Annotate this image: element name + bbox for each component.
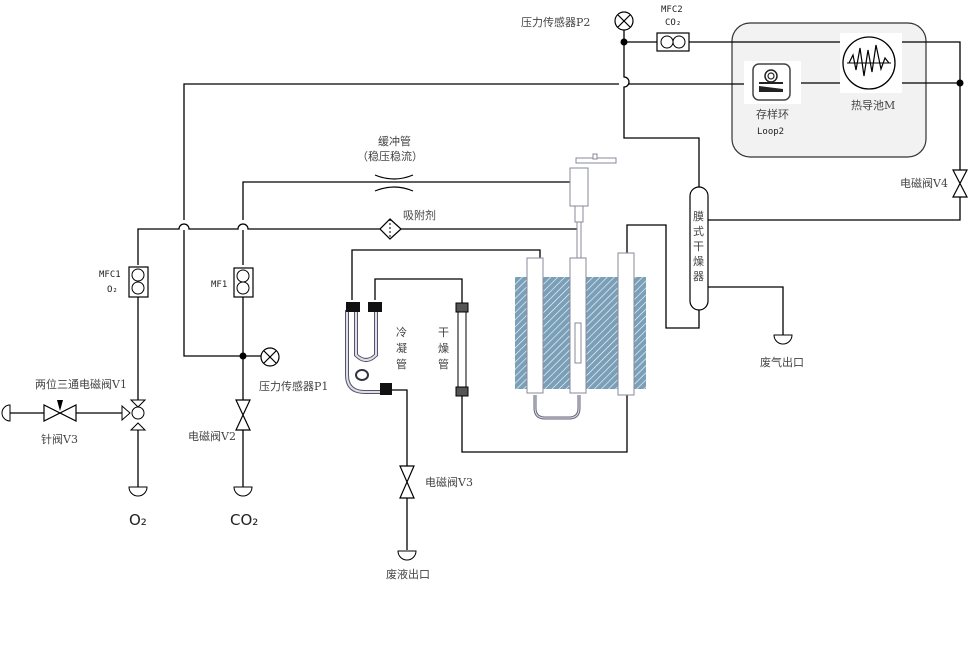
junction-dot — [956, 79, 964, 87]
adsorbent-filter-icon[interactable] — [379, 218, 402, 240]
buffer-tube-icon — [374, 174, 414, 192]
mfc2-label: MFC2 — [661, 5, 683, 15]
needle-valve-v3-icon[interactable] — [43, 400, 77, 422]
adsorbent-label: 吸附剂 — [403, 208, 436, 222]
liquid-waste-outlet-label: 废液出口 — [386, 567, 430, 581]
three-way-valve-v1-label: 两位三通电磁阀V1 — [35, 377, 127, 391]
condenser-label-2: 凝 — [396, 341, 407, 355]
valve-v4-label: 电磁阀V4 — [900, 176, 948, 190]
valve-v3-label: 电磁阀V3 — [425, 475, 473, 489]
buffer-tube-label: 缓冲管 — [378, 134, 411, 148]
reactor-icon — [515, 153, 646, 420]
membrane-dryer-icon[interactable] — [689, 186, 709, 311]
membrane-dryer-label-2: 式 — [693, 225, 704, 238]
tcd-cell-icon[interactable] — [840, 33, 902, 93]
drying-tube-label-1: 干 — [438, 326, 449, 339]
sample-loop-en-label: Loop2 — [757, 127, 784, 137]
mf1-icon[interactable] — [233, 267, 254, 298]
valve-v4-icon[interactable] — [952, 169, 968, 198]
drying-tube-icon — [455, 302, 469, 397]
pressure-sensor-p2-label: 压力传感器P2 — [521, 16, 590, 29]
condenser-label-1: 冷 — [396, 326, 407, 339]
co2-source-label: CO₂ — [230, 511, 258, 529]
junction-dot — [620, 38, 628, 46]
condenser-label-3: 管 — [396, 357, 407, 371]
o2-source-label: O₂ — [129, 511, 147, 529]
membrane-dryer-label-3: 干 — [693, 240, 704, 253]
membrane-dryer-label-1: 膜 — [693, 210, 704, 223]
mfc1-gas-label: O₂ — [107, 285, 118, 295]
mfc2-icon[interactable] — [656, 32, 690, 52]
buffer-tube-note: （稳压稳流） — [357, 149, 423, 163]
vent-cap-icon — [1, 404, 11, 422]
valve-v2-icon[interactable] — [235, 399, 251, 431]
tcd-cell-label: 热导池M — [851, 99, 895, 112]
mfc1-icon[interactable] — [128, 266, 149, 298]
pipes — [10, 30, 961, 550]
needle-valve-v3-label: 针阀V3 — [41, 432, 78, 446]
liquid-waste-outlet-icon — [397, 550, 417, 561]
pressure-sensor-p1-icon[interactable] — [260, 347, 280, 367]
drying-tube-label-3: 管 — [438, 357, 449, 371]
valve-v3-icon[interactable] — [399, 465, 415, 499]
sample-loop-label: 存样环 — [756, 107, 789, 121]
condenser-icon — [345, 302, 392, 395]
drying-tube-label-2: 燥 — [438, 342, 449, 355]
membrane-dryer-label-5: 器 — [693, 270, 704, 283]
junction-dot — [239, 352, 247, 360]
pressure-sensor-p2-icon[interactable] — [614, 11, 634, 31]
exhaust-outlet-label: 废气出口 — [760, 355, 804, 369]
pressure-sensor-p1-label: 压力传感器P1 — [259, 380, 328, 393]
mf1-label: MF1 — [211, 280, 227, 290]
o2-source-icon — [128, 486, 148, 497]
mfc2-gas-label: CO₂ — [665, 18, 681, 28]
sample-loop-icon[interactable] — [744, 61, 801, 104]
valve-v2-label: 电磁阀V2 — [188, 429, 236, 443]
membrane-dryer-label-4: 燥 — [693, 255, 704, 268]
three-way-valve-v1-icon[interactable] — [121, 399, 147, 431]
exhaust-outlet-icon — [773, 334, 793, 345]
co2-source-icon — [233, 486, 253, 497]
mfc1-label: MFC1 — [99, 270, 121, 280]
